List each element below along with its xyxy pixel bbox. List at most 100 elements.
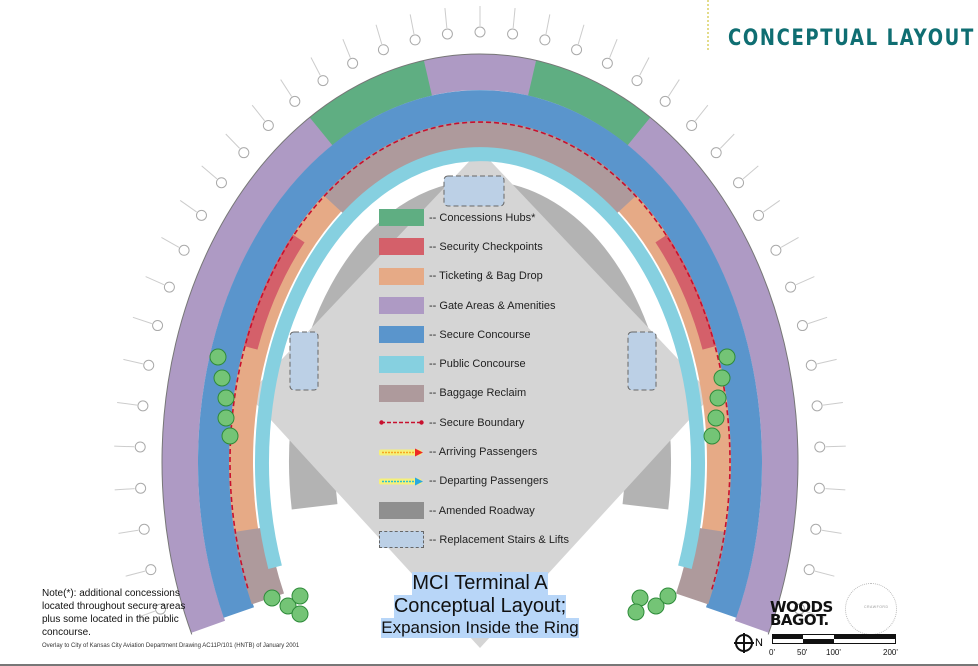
- public-concourse: [255, 147, 705, 570]
- legend-item: -- Departing Passengers: [379, 467, 569, 496]
- stairs-top: [443, 175, 505, 207]
- aircraft-stands: [114, 6, 846, 619]
- baggage-reclaim: [323, 121, 637, 219]
- stand-lead-line: [814, 570, 835, 577]
- security-checkpoint: [655, 234, 717, 350]
- aircraft-stand-icon: [710, 147, 722, 159]
- concessions-hub: [309, 60, 433, 146]
- legend-swatch: [379, 473, 424, 490]
- landscape-trees: [209, 348, 736, 623]
- caption-line-2: Conceptual Layout;: [393, 595, 567, 618]
- legend-item: -- Public Concourse: [379, 349, 569, 378]
- stand-lead-line: [804, 610, 825, 619]
- stand-lead-line: [201, 165, 218, 180]
- stand-lead-line: [825, 445, 846, 448]
- stand-lead-line: [763, 200, 781, 213]
- legend-swatch: [379, 267, 424, 285]
- legend-swatch: [379, 209, 424, 227]
- aircraft-stand-icon: [785, 281, 797, 293]
- scale-label-0: 0': [769, 648, 775, 657]
- aircraft-stand-icon: [155, 603, 167, 615]
- legend-label: -- Ticketing & Bag Drop: [429, 270, 543, 283]
- aircraft-stand-icon: [474, 26, 486, 38]
- stand-lead-line: [821, 529, 842, 534]
- aircraft-stand-icon: [733, 177, 745, 189]
- stand-lead-line: [742, 165, 759, 180]
- stand-lead-line: [609, 39, 618, 58]
- legend-label: -- Departing Passengers: [429, 475, 549, 488]
- aircraft-stand-icon: [134, 441, 146, 453]
- aircraft-stand-icon: [152, 320, 164, 332]
- aircraft-stand-icon: [814, 441, 826, 453]
- legend-swatch: [379, 326, 424, 344]
- aircraft-stand-icon: [813, 482, 825, 494]
- aircraft-stand-icon: [145, 564, 157, 576]
- stand-lead-line: [375, 24, 383, 45]
- tree-icon: [209, 348, 227, 366]
- aircraft-stand-icon: [571, 44, 583, 56]
- stand-lead-line: [795, 276, 815, 286]
- page-title: CONCEPTUAL LAYOUT: [728, 26, 975, 51]
- stand-lead-line: [668, 79, 680, 97]
- concessions-hub: [527, 60, 651, 146]
- legend-item: -- Secure Concourse: [379, 320, 569, 349]
- tree-icon: [263, 589, 281, 607]
- stand-lead-line: [577, 24, 585, 45]
- aircraft-stand-icon: [539, 34, 551, 46]
- aircraft-stand-icon: [805, 359, 817, 371]
- replacement-stairs-lifts: [289, 175, 657, 391]
- aircraft-stand-icon: [377, 44, 389, 56]
- legend-swatch: [379, 297, 424, 315]
- north-arrow: N: [733, 632, 763, 654]
- terminal-ring: [161, 53, 799, 635]
- tree-icon: [217, 409, 235, 427]
- aircraft-stand-icon: [631, 75, 643, 87]
- tree-icon: [713, 369, 731, 387]
- security-checkpoint: [243, 234, 305, 350]
- stand-lead-line: [409, 14, 415, 35]
- aircraft-stand-icon: [195, 209, 207, 221]
- stand-lead-line: [825, 488, 846, 491]
- aircraft-stand-icon: [138, 523, 150, 535]
- legend-swatch: [379, 531, 424, 549]
- tree-icon: [631, 589, 649, 607]
- tree-icon: [659, 587, 677, 605]
- tree-icon: [703, 427, 721, 445]
- legend-label: -- Amended Roadway: [429, 504, 535, 517]
- stand-lead-line: [780, 237, 799, 248]
- tree-icon: [707, 409, 725, 427]
- aircraft-stand-icon: [409, 34, 421, 46]
- stand-lead-line: [135, 610, 156, 619]
- caption-line-3: Expansion Inside the Ring: [381, 618, 579, 638]
- tree-icon: [709, 389, 727, 407]
- tree-icon: [627, 603, 645, 621]
- stand-lead-line: [817, 358, 837, 365]
- aircraft-stand-icon: [317, 75, 329, 87]
- stand-lead-line: [145, 276, 165, 286]
- tree-icon: [718, 348, 736, 366]
- aircraft-stand-icon: [811, 400, 823, 412]
- aircraft-stand-icon: [507, 28, 519, 40]
- scale-label-50: 50': [797, 648, 808, 657]
- stand-lead-line: [444, 8, 448, 29]
- tree-icon: [291, 587, 309, 605]
- aircraft-stand-icon: [178, 244, 190, 256]
- stand-lead-line: [280, 79, 292, 97]
- overlay-credit: Overlay to City of Kansas City Aviation …: [42, 643, 300, 649]
- aircraft-stand-icon: [289, 95, 301, 107]
- stand-lead-line: [639, 57, 650, 76]
- aircraft-stand-icon: [441, 28, 453, 40]
- concessions-note: Note(*): additional concessions located …: [42, 588, 186, 638]
- legend-item: -- Concessions Hubs*: [379, 203, 569, 232]
- aircraft-stand-icon: [796, 320, 808, 332]
- aircraft-stand-icon: [238, 147, 250, 159]
- stand-lead-line: [179, 200, 197, 213]
- legend-label: -- Secure Concourse: [429, 328, 531, 341]
- aircraft-stand-icon: [686, 119, 698, 131]
- aircraft-stand-icon: [215, 177, 227, 189]
- legend-item: -- Baggage Reclaim: [379, 379, 569, 408]
- legend-item: -- Amended Roadway: [379, 496, 569, 525]
- aircraft-stand-icon: [262, 119, 274, 131]
- legend-swatch: [379, 238, 424, 256]
